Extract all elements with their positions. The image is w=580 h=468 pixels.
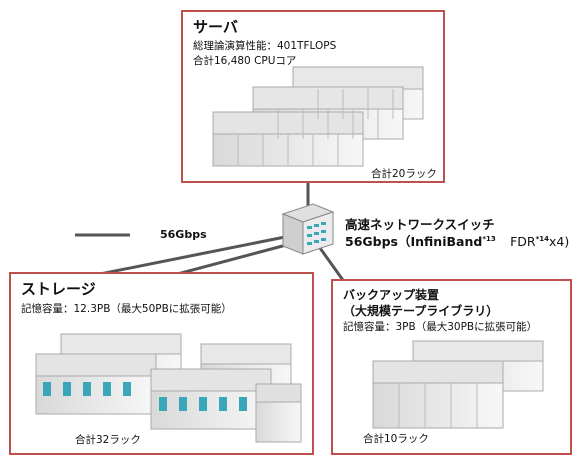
server-panel: サーバ 総理論演算性能：401TFLOPS 合計16,480 CPUコア 合計2… <box>181 10 445 183</box>
switch-multiplier: x4) <box>549 234 570 249</box>
backup-rack-count: 合計10ラック <box>363 433 429 445</box>
server-title: サーバ <box>193 18 238 36</box>
footnote-14: *14 <box>535 234 549 243</box>
network-switch-icon <box>281 203 335 255</box>
server-performance: 総理論演算性能：401TFLOPS <box>193 40 337 52</box>
storage-rack-count: 合計32ラック <box>75 434 141 446</box>
switch-title: 高速ネットワークスイッチ <box>345 217 495 232</box>
backup-panel: バックアップ装置 （大規模テープライブラリ） 記憶容量：3PB（最大30PBに拡… <box>331 279 572 455</box>
storage-capacity: 記憶容量：12.3PB（最大50PBに拡張可能） <box>21 303 232 315</box>
backup-subtitle: （大規模テープライブラリ） <box>343 304 499 318</box>
server-cores: 合計16,480 CPUコア <box>193 55 297 67</box>
backup-capacity: 記憶容量：3PB（最大30PBに拡張可能） <box>343 321 538 333</box>
storage-racks-illustration <box>35 333 302 443</box>
server-racks-illustration <box>212 66 424 167</box>
storage-title: ストレージ <box>21 280 96 298</box>
switch-speed-text: 56Gbps（InfiniBand <box>345 234 483 249</box>
legend-bandwidth-label: 56Gbps <box>160 228 207 241</box>
tape-library-illustration <box>372 340 544 429</box>
switch-fdr-text: FDR <box>510 234 536 249</box>
storage-panel: ストレージ 記憶容量：12.3PB（最大50PBに拡張可能） 合計32ラック <box>9 272 314 455</box>
server-rack-count: 合計20ラック <box>371 168 437 180</box>
backup-title: バックアップ装置 <box>343 288 440 302</box>
footnote-13: *13 <box>482 234 496 243</box>
switch-speed: 56Gbps（InfiniBand*13 FDR*14x4) <box>345 231 569 250</box>
